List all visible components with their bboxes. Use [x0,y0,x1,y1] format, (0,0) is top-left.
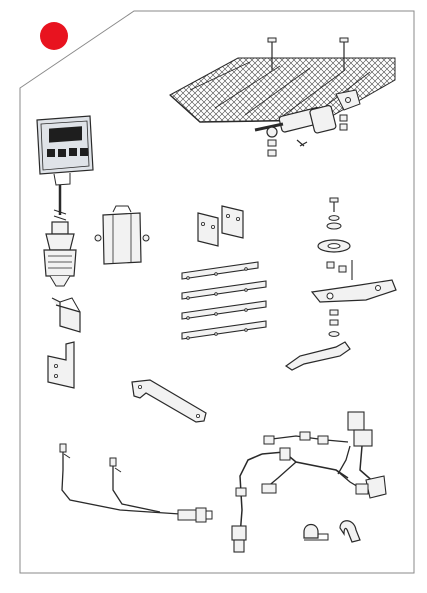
bracket-block[interactable] [94,205,150,265]
l-brackets[interactable] [47,297,81,389]
tilt-icon[interactable] [58,149,66,157]
pivot-hardware-stack[interactable] [284,197,397,371]
cable-clips[interactable] [303,520,361,543]
wiring-harness[interactable] [231,411,387,553]
rail-bars[interactable] [181,261,267,340]
joystick-cable[interactable] [43,185,77,287]
page-frame [19,10,415,574]
display-buttons[interactable] [47,148,88,157]
speed-icon[interactable] [80,148,88,156]
display-screen [49,126,82,143]
power-icon[interactable] [47,149,55,157]
mount-plates[interactable] [197,205,244,247]
red-marker-dot [40,22,68,50]
sensor-cable-harness[interactable] [59,443,213,523]
control-display[interactable] [36,115,94,186]
long-bracket-arm[interactable] [131,379,207,423]
boom-section-with-actuator[interactable] [169,37,396,157]
horn-icon[interactable] [69,148,77,156]
